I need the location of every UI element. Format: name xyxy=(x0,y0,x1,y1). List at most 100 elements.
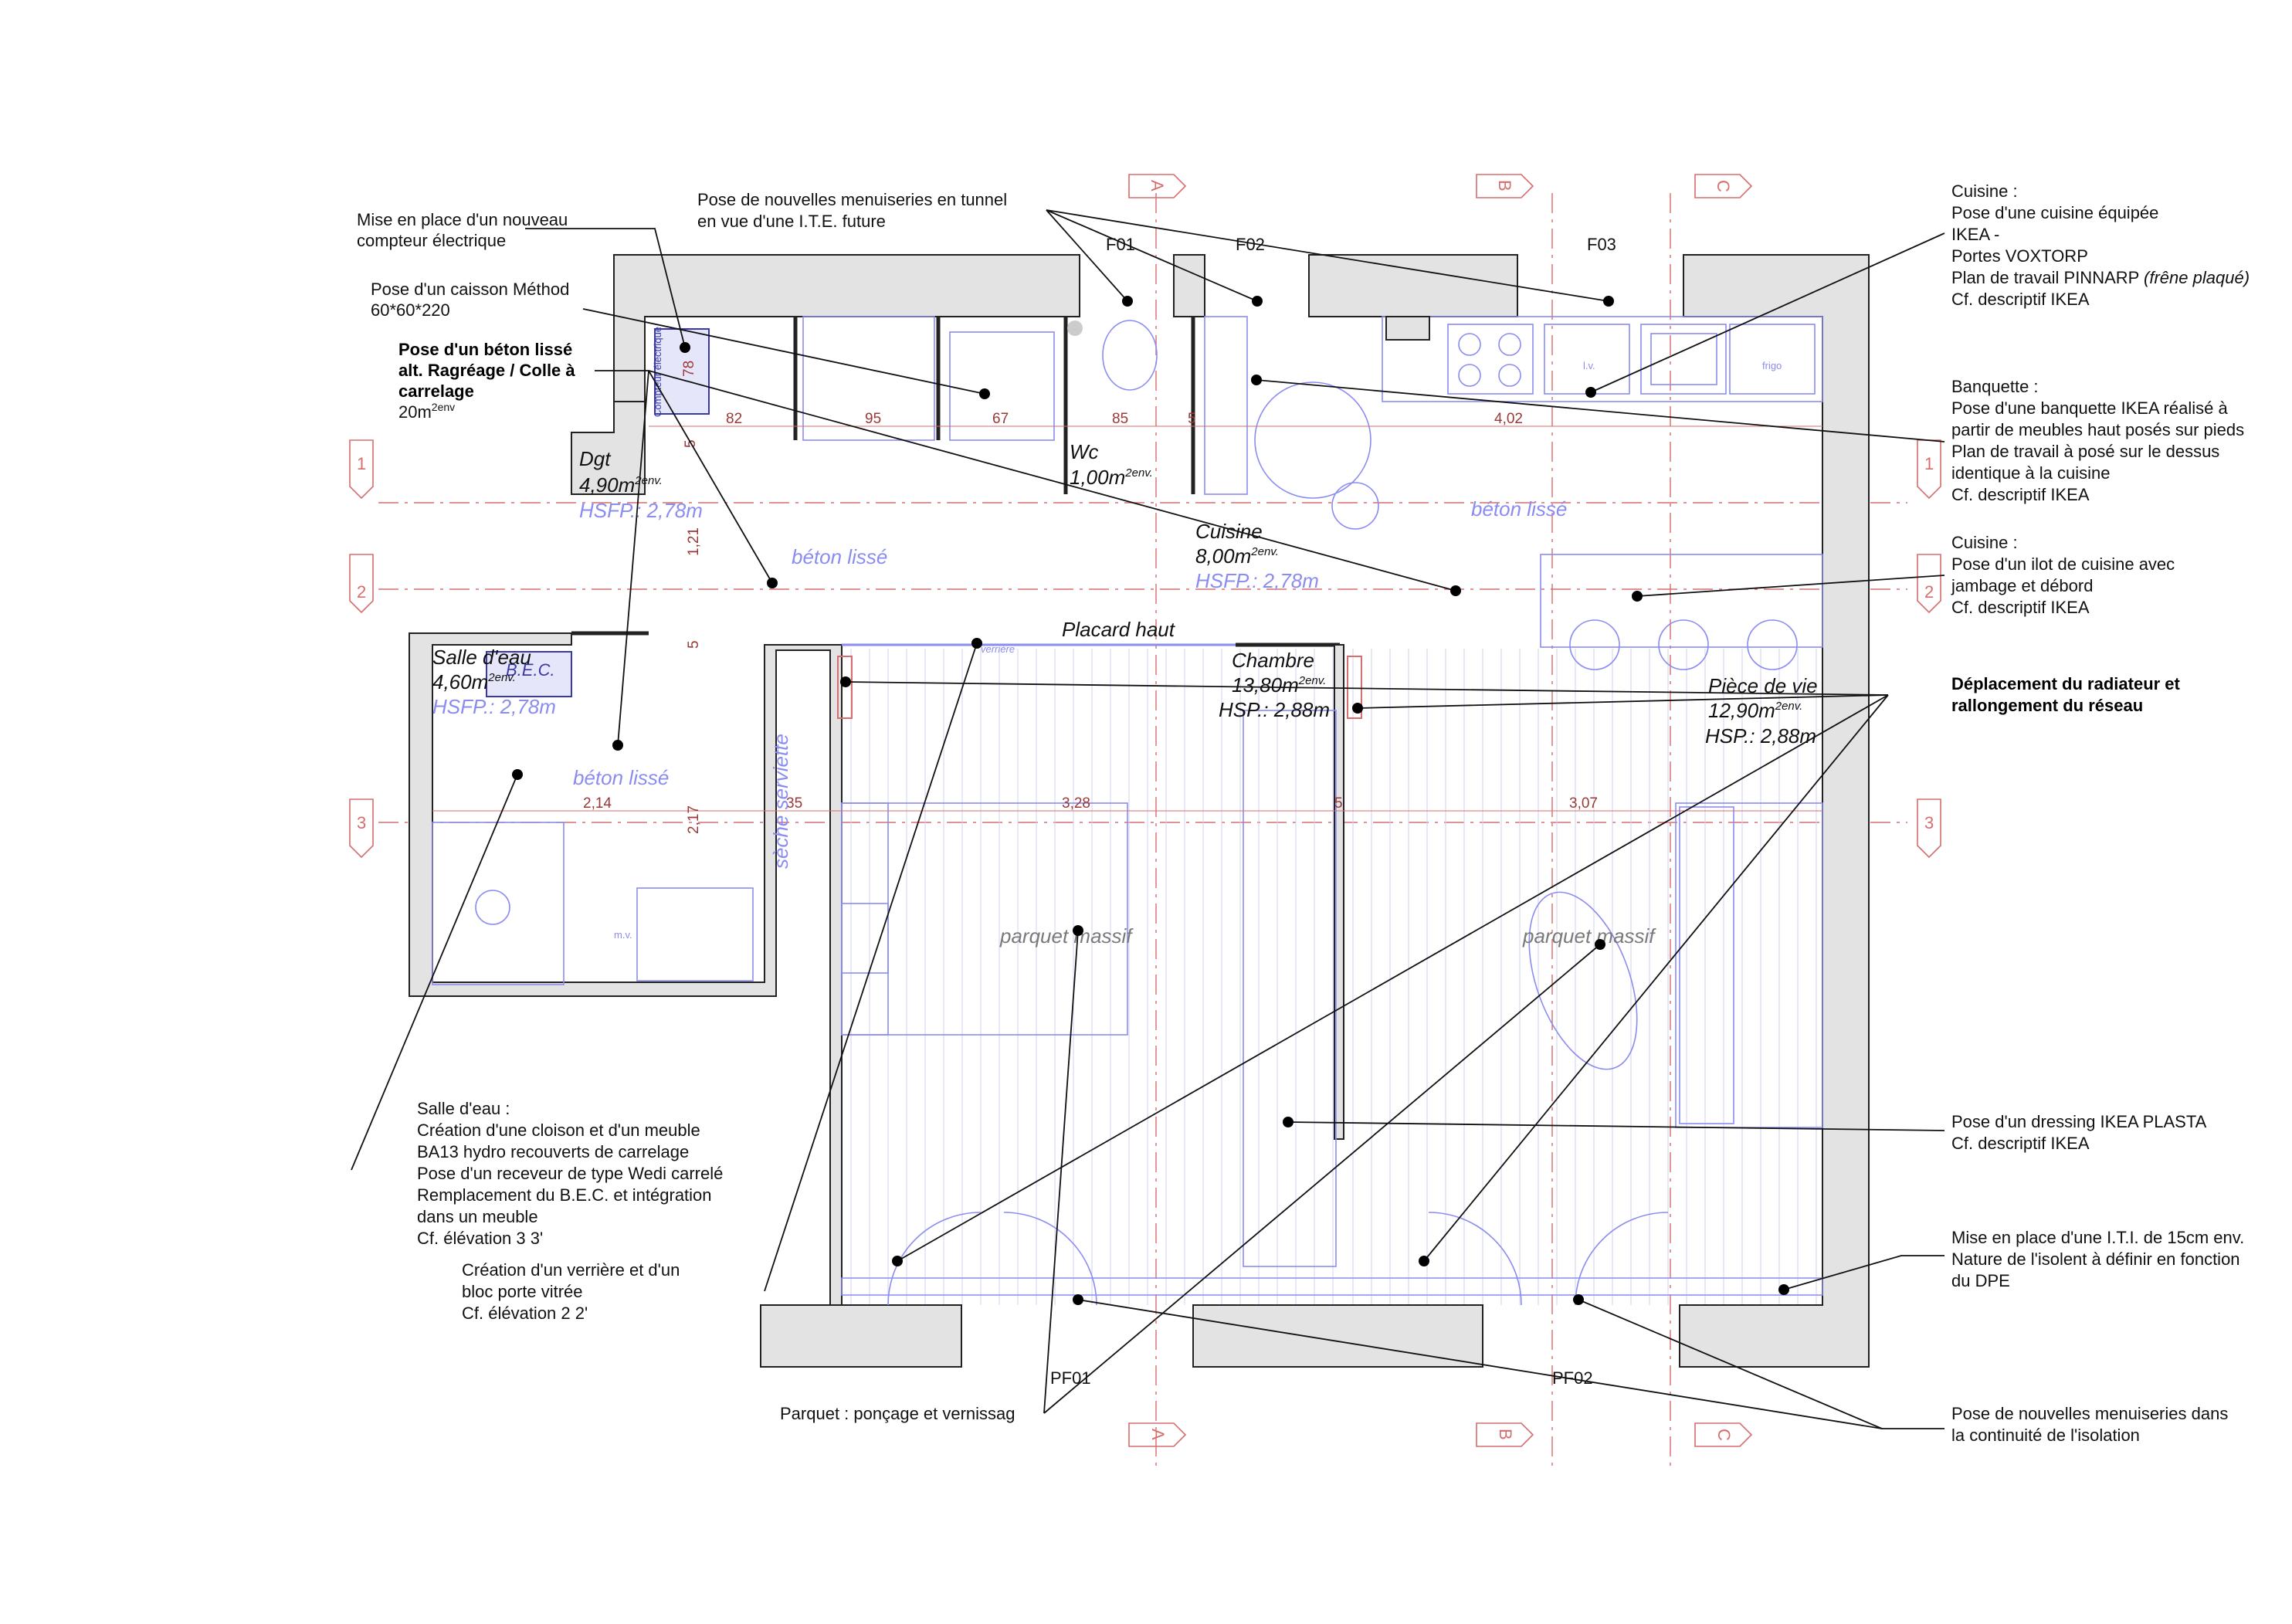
dot-compteur xyxy=(680,342,690,353)
wall-bottom-left xyxy=(760,1304,962,1368)
annotation-salle-eau: Salle d'eau : Création d'une cloison et … xyxy=(417,1099,727,1248)
leader-radiateur-3 xyxy=(897,694,1889,1262)
leader-tunnel-f02 xyxy=(1046,209,1258,302)
leader-tunnel-f01 xyxy=(1046,209,1128,302)
section-label-a-bottom: A xyxy=(1148,1429,1168,1440)
dim-402: 4,02 xyxy=(1494,411,1523,427)
material-labels: béton lissé béton lissé béton lissé parq… xyxy=(573,497,1656,948)
stool-3 xyxy=(1747,619,1798,670)
caisson-methode xyxy=(802,316,935,441)
section-marker-3-right xyxy=(1917,798,1941,859)
annotations: Mise en place d'un nouveau compteur élec… xyxy=(357,181,2250,1445)
room-area-wc: 1,00m2env. xyxy=(1070,466,1153,489)
dot-radiateur-4 xyxy=(1419,1256,1429,1266)
hob-burner-3 xyxy=(1458,364,1481,387)
leader-dots xyxy=(512,296,1789,1305)
dim-85: 85 xyxy=(1112,411,1128,427)
section-label-1-right: 1 xyxy=(1924,454,1934,473)
furniture: Compteur électrique l.v. frigo B.E.C. xyxy=(432,316,1823,1306)
shower-tiles xyxy=(432,822,565,985)
section-label-b-bottom: B xyxy=(1496,1429,1515,1440)
dot-menuiseries-2 xyxy=(1573,1294,1584,1305)
section-markers: A B C A B C 1 2 3 1 2 3 xyxy=(349,174,1941,1447)
room-height-chambre: HSP.: 2,88m xyxy=(1219,698,1330,721)
frigo-label: frigo xyxy=(1762,360,1782,371)
sofa-seat xyxy=(1679,806,1734,1124)
hob-burner-1 xyxy=(1458,333,1481,356)
dim-214: 2,14 xyxy=(583,795,612,812)
parquet-hatching xyxy=(850,649,1817,1305)
room-area-piece-vie: 12,90m2env. xyxy=(1708,699,1802,722)
dining-table xyxy=(1254,381,1371,499)
shower-tray xyxy=(432,822,565,985)
leader-ilot xyxy=(1636,575,1945,597)
section-label-b-top: B xyxy=(1495,180,1514,192)
section-label-3-left: 3 xyxy=(357,813,366,832)
leader-beton-3 xyxy=(617,370,649,746)
wc-bowl xyxy=(1102,320,1158,391)
annotation-verriere: Création d'un verrière et d'un bloc port… xyxy=(462,1260,684,1323)
banquette xyxy=(1204,316,1248,495)
annotation-compteur: Mise en place d'un nouveau compteur élec… xyxy=(357,210,572,250)
dot-caisson xyxy=(979,388,990,399)
dot-banquette xyxy=(1251,375,1262,385)
dining-chair xyxy=(1331,482,1379,530)
room-height-piece-vie: HSP.: 2,88m xyxy=(1705,724,1816,748)
label-seche-serviette: sèche serviette xyxy=(769,734,792,869)
iti-insulation xyxy=(841,1277,1823,1296)
fridge xyxy=(1729,324,1816,395)
leader-radiateur-4 xyxy=(1423,694,1889,1262)
section-marker-3-left xyxy=(349,798,374,859)
dot-parquet-1 xyxy=(1073,925,1083,936)
section-marker-c-top xyxy=(1694,174,1753,198)
material-beton-dgt: béton lissé xyxy=(792,545,887,568)
leader-beton-2 xyxy=(648,370,1456,592)
section-lines xyxy=(378,193,1907,1467)
dot-f01 xyxy=(1122,296,1133,307)
sink xyxy=(1650,333,1717,385)
section-marker-2-right xyxy=(1917,554,1941,614)
dot-ilot xyxy=(1632,591,1643,602)
dim-5-mid: 5 xyxy=(1334,795,1343,812)
vanity xyxy=(636,887,754,982)
label-placard-haut: Placard haut xyxy=(1062,618,1176,641)
bec-label: B.E.C. xyxy=(506,660,555,680)
leader-salle-eau xyxy=(351,774,518,1171)
dot-beton-1 xyxy=(767,578,778,588)
stool-2 xyxy=(1658,619,1709,670)
material-parquet-piece-vie: parquet massif xyxy=(1522,924,1656,948)
partition-chambre xyxy=(1334,644,1344,1140)
stool-1 xyxy=(1569,619,1620,670)
leader-radiateur-1 xyxy=(845,681,1889,696)
section-marker-a-bottom xyxy=(1128,1422,1187,1447)
leader-cuisine-ikea xyxy=(1590,232,1945,393)
walls xyxy=(409,254,1870,1368)
room-area-cuisine: 8,00m2env. xyxy=(1195,544,1279,568)
kitchen-duct xyxy=(1385,316,1430,341)
room-name-chambre: Chambre xyxy=(1232,649,1314,672)
section-label-2-right: 2 xyxy=(1924,582,1934,602)
verriere-label: verrière xyxy=(981,643,1015,655)
door-swing-1 xyxy=(887,1212,982,1306)
dim-78: 78 xyxy=(681,361,697,377)
leader-banquette xyxy=(1256,379,1945,442)
dot-radiateur-3 xyxy=(892,1256,903,1266)
sofa xyxy=(1675,802,1823,1128)
annotation-dressing: Pose d'un dressing IKEA PLASTA Cf. descr… xyxy=(1951,1112,2210,1153)
bec-box xyxy=(486,651,572,697)
leader-lines xyxy=(351,209,1945,1429)
section-label-a-top: A xyxy=(1148,180,1167,192)
annotation-beton: Pose d'un béton lissé alt. Ragréage / Co… xyxy=(398,340,580,401)
nightstand xyxy=(841,903,889,974)
section-marker-b-top xyxy=(1476,174,1534,198)
dim-307: 3,07 xyxy=(1569,795,1598,812)
section-marker-a-top xyxy=(1128,174,1187,198)
dim-67: 67 xyxy=(992,411,1009,427)
annotation-menuiseries-tunnel: Pose de nouvelles menuiseries en tunnel … xyxy=(697,190,1012,231)
dot-dressing xyxy=(1283,1117,1293,1127)
dot-menuiseries-1 xyxy=(1073,1294,1083,1305)
annotation-iti: Mise en place d'une I.T.I. de 15cm env. … xyxy=(1951,1228,2249,1290)
room-height-dgt: HSFP.: 2,78m xyxy=(579,499,703,522)
